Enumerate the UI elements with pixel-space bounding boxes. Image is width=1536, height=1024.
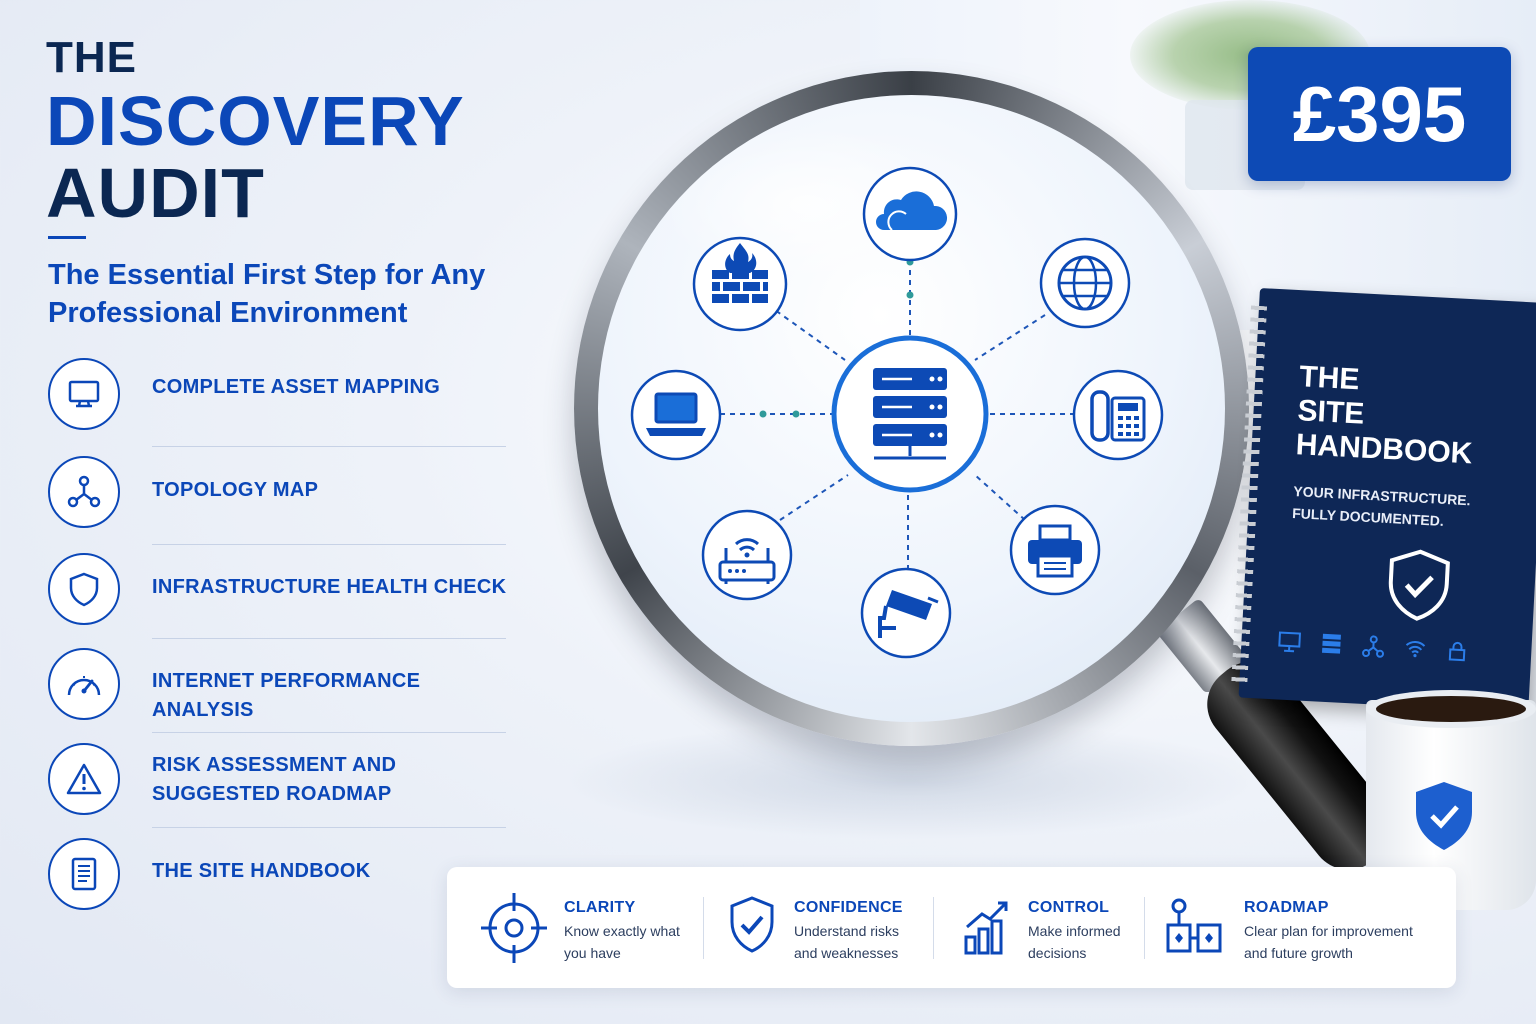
site-handbook-notebook: THE SITE HANDBOOK YOUR INFRASTRUCTURE. F… <box>1231 288 1536 723</box>
feature-item-asset-mapping: COMPLETE ASSET MAPPING <box>48 358 508 447</box>
notebook-icon-row <box>1277 629 1470 663</box>
cloud-icon <box>862 166 958 262</box>
benefit-divider <box>1144 897 1145 959</box>
benefit-heading: CLARITY <box>564 899 636 916</box>
benefits-panel: CLARITY Know exactly what you have CONFI… <box>447 867 1456 988</box>
benefit-text: Understand risks and weaknesses <box>794 923 900 961</box>
shield-check-icon <box>730 896 774 953</box>
feature-divider <box>152 544 506 545</box>
mug-coffee <box>1376 696 1526 722</box>
feature-divider <box>152 446 506 447</box>
benefit-clarity: CLARITY Know exactly what you have <box>447 867 702 988</box>
benefit-divider <box>933 897 934 959</box>
topology-icon <box>1362 635 1385 658</box>
feature-label: RISK ASSESSMENT AND SUGGESTED ROADMAP <box>152 754 397 805</box>
notebook-subtitle: YOUR INFRASTRUCTURE. FULLY DOCUMENTED. <box>1291 483 1471 529</box>
shield-check-icon <box>1416 782 1472 850</box>
printer-icon <box>1009 504 1101 596</box>
monitor-icon <box>48 358 120 430</box>
network-links <box>720 260 1075 570</box>
camera-icon <box>860 567 952 659</box>
benefit-heading: ROADMAP <box>1244 899 1329 916</box>
firewall-icon <box>692 236 788 332</box>
network-diagram <box>630 166 1164 659</box>
topology-icon <box>48 456 120 528</box>
server-icon <box>1321 633 1341 654</box>
roadmap-icon <box>1166 898 1222 953</box>
feature-item-risk-assessment: RISK ASSESSMENT AND SUGGESTED ROADMAP <box>48 743 508 828</box>
feature-label: COMPLETE ASSET MAPPING <box>152 376 441 398</box>
benefit-heading: CONFIDENCE <box>794 899 903 916</box>
feature-item-topology-map: TOPOLOGY MAP <box>48 456 508 545</box>
notebook-title: THE SITE HANDBOOK <box>1294 360 1474 471</box>
feature-divider <box>152 827 506 828</box>
growth-chart-icon <box>964 901 1008 955</box>
laptop-icon <box>630 369 722 461</box>
feature-item-internet-performance: INTERNET PERFORMANCE ANALYSIS <box>48 648 508 733</box>
title-line-3: AUDIT <box>46 154 265 232</box>
feature-divider <box>152 638 506 639</box>
feature-label: INTERNET PERFORMANCE ANALYSIS <box>152 670 421 721</box>
lock-icon <box>1448 641 1466 662</box>
speedometer-icon <box>48 648 120 720</box>
feature-label: INFRASTRUCTURE HEALTH CHECK <box>152 576 507 598</box>
feature-label: TOPOLOGY MAP <box>152 479 319 501</box>
title-line-1: THE <box>46 33 137 82</box>
target-icon <box>481 893 547 963</box>
document-icon <box>48 838 120 910</box>
feature-item-site-handbook: THE SITE HANDBOOK <box>48 838 508 918</box>
benefit-text: Make informed decisions <box>1028 923 1121 961</box>
coffee-mug <box>1366 690 1536 910</box>
feature-label: THE SITE HANDBOOK <box>152 860 371 882</box>
globe-icon <box>1039 237 1131 329</box>
magnifier-lens <box>598 95 1225 722</box>
title-underline <box>48 236 86 239</box>
title-line-2: DISCOVERY <box>46 82 465 160</box>
benefit-divider <box>703 897 704 959</box>
benefit-text: Clear plan for improvement and future gr… <box>1244 923 1413 961</box>
feature-item-health-check: INFRASTRUCTURE HEALTH CHECK <box>48 553 508 639</box>
benefit-confidence: CONFIDENCE Understand risks and weakness… <box>704 867 932 988</box>
subtitle: The Essential First Step for Any Profess… <box>48 259 486 329</box>
wifi-icon <box>1405 641 1426 658</box>
shield-check-icon <box>1384 547 1452 629</box>
monitor-icon <box>1278 631 1302 653</box>
phone-icon <box>1072 369 1164 461</box>
price-badge: £395 <box>1248 47 1511 181</box>
benefit-control: CONTROL Make informed decisions <box>934 867 1160 988</box>
benefit-text: Know exactly what you have <box>564 923 680 961</box>
server-icon <box>831 335 989 493</box>
router-icon <box>701 509 793 601</box>
shield-icon <box>48 553 120 625</box>
benefit-roadmap: ROADMAP Clear plan for improvement and f… <box>1145 867 1456 988</box>
warning-icon <box>48 743 120 815</box>
benefit-heading: CONTROL <box>1028 899 1110 916</box>
feature-divider <box>152 732 506 733</box>
page-title: THE DISCOVERY AUDIT <box>46 33 465 232</box>
